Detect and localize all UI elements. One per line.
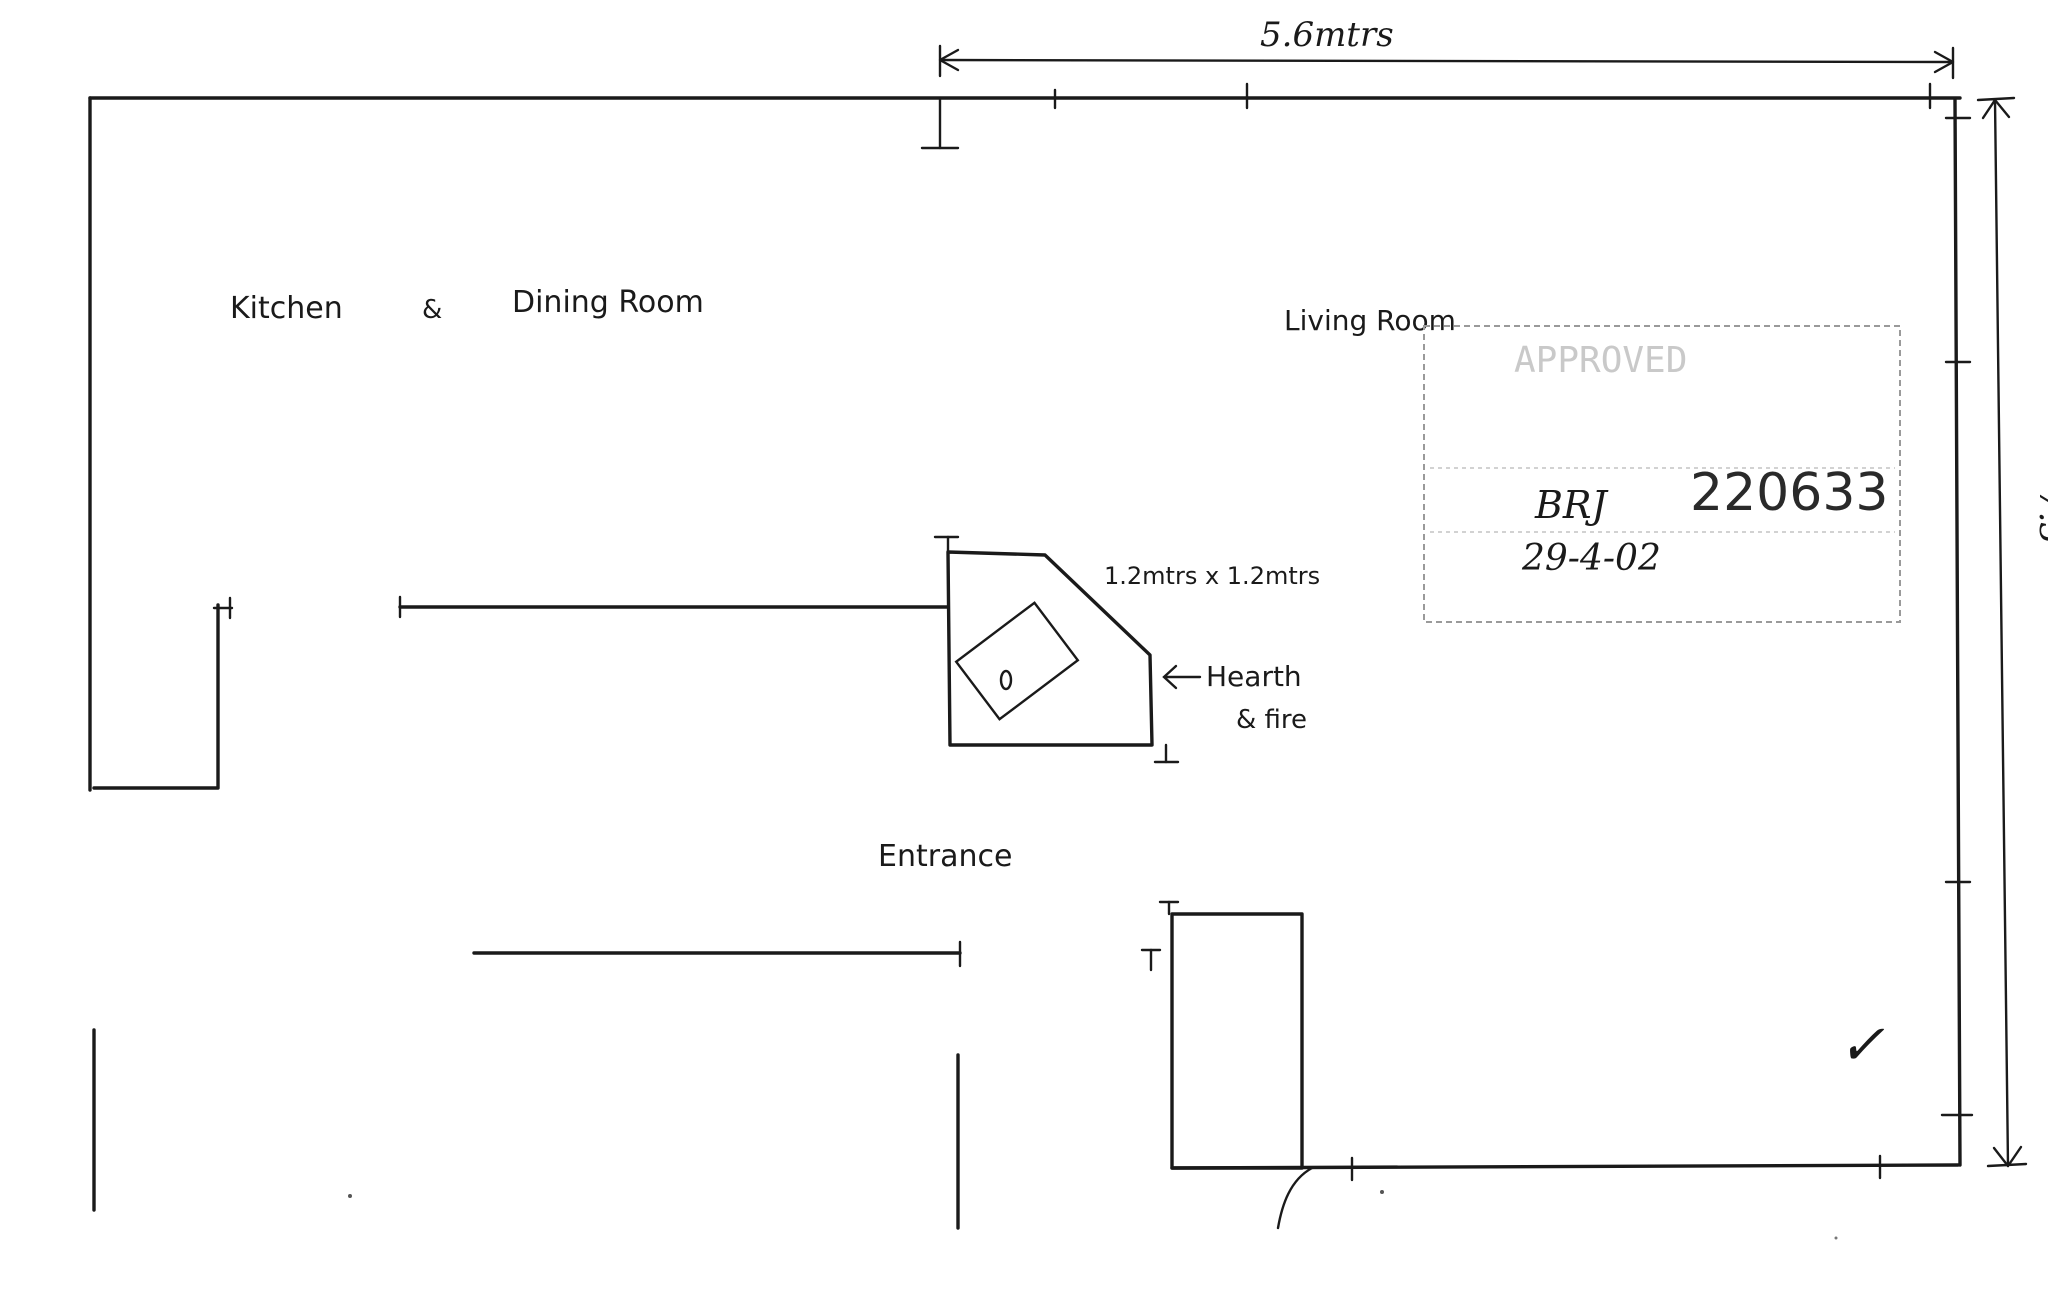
bottom-room [1140, 900, 1882, 1230]
speck-3 [1834, 1236, 1838, 1240]
entrance-label: Entrance [878, 839, 1012, 874]
speck-1 [348, 1194, 352, 1198]
stamp-date: 29-4-02 [1521, 538, 1661, 579]
height-dim-line [1993, 98, 2010, 1168]
partition-walls [398, 595, 962, 968]
living-room-label: Living Room [1284, 304, 1456, 337]
hearth-outline [946, 550, 1154, 747]
bottom-room-outline [1170, 912, 1304, 1170]
approval-stamp: APPROVED BRJ 220633 29-4-02 [1423, 325, 1901, 623]
kitchen-label: Kitchen [230, 291, 343, 326]
stamp-border [1423, 325, 1901, 623]
stamp-initials: BRJ [1534, 483, 1609, 527]
hearth-size-label: 1.2mtrs x 1.2mtrs [1104, 562, 1320, 590]
fire-burner [999, 669, 1013, 691]
dining-room-label: Dining Room [512, 285, 704, 320]
right-wall [1953, 98, 1962, 1167]
check-mark: ✓ [1838, 1013, 1885, 1078]
width-dim-left-arrow [938, 44, 960, 78]
fire-insert [954, 601, 1080, 721]
stamp-number: 220633 [1690, 463, 1889, 523]
width-dimension: 5.6mtrs [920, 15, 1955, 150]
stamp-title: APPROVED [1514, 340, 1687, 381]
height-dimension: 7.3 [1940, 96, 2048, 1168]
hearth-fire-label: & fire [1236, 705, 1307, 735]
door-swing [1276, 1166, 1314, 1230]
height-dimension-label: 7.3 [2031, 490, 2048, 544]
left-alcove [92, 596, 234, 790]
width-dim-line [938, 58, 1955, 64]
height-dim-top-arrow [1976, 96, 2016, 120]
hearth [933, 535, 1202, 764]
width-dim-right-arrow [1933, 46, 1955, 80]
hearth-arrow [1162, 664, 1202, 690]
room-labels: Kitchen & Dining Room Living Room Entran… [230, 285, 1456, 874]
ampersand-label: & [422, 295, 442, 325]
speck-2 [1380, 1190, 1384, 1194]
alcove-outline [92, 603, 220, 790]
height-dim-bottom-arrow [1986, 1145, 2028, 1168]
outer-walls [88, 96, 1962, 1230]
width-dimension-label: 5.6mtrs [1260, 15, 1394, 55]
hearth-label: Hearth [1206, 660, 1302, 693]
